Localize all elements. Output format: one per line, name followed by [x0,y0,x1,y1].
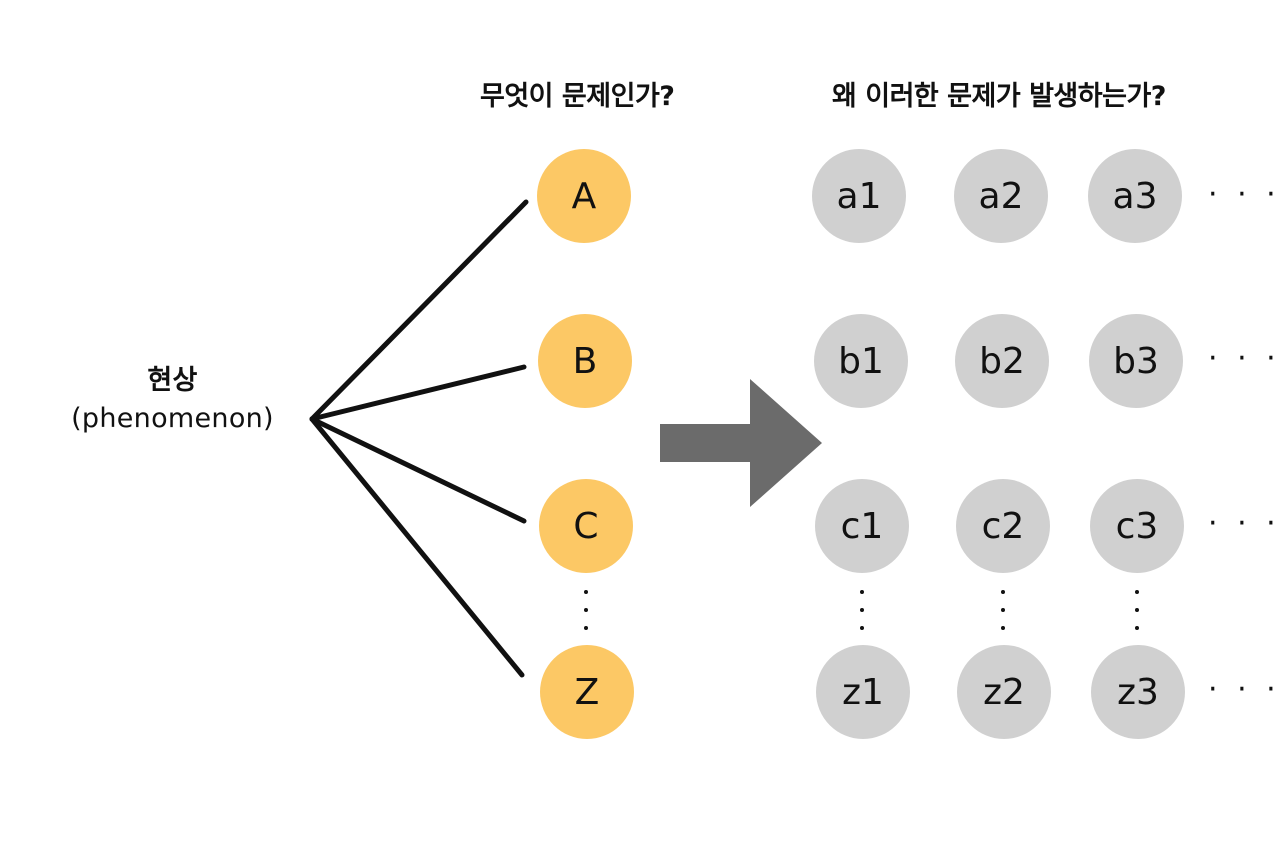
heading-why: 왜 이러한 문제가 발생하는가? [832,81,1166,112]
row-a-ellipsis: · · · [1208,177,1280,212]
cause-node-b2: b2 [955,314,1049,408]
branch-line-a [309,199,529,422]
problem-node-a: A [537,149,631,243]
cause-node-c1: c1 [815,479,909,573]
cause-node-c2: c2 [956,479,1050,573]
row-z-ellipsis: · · · [1208,672,1280,707]
problem-node-z: Z [540,645,634,739]
heading-what: 무엇이 문제인가? [480,81,675,112]
branch-line-b [309,364,527,422]
cause-node-a2: a2 [954,149,1048,243]
cause-col2-vertical-ellipsis [998,590,1008,630]
cause-node-z3: z3 [1091,645,1185,739]
problem-vertical-ellipsis [581,590,591,630]
phenomenon-label: 현상 (phenomenon) [40,362,305,438]
row-c-ellipsis: · · · [1208,506,1280,541]
right-arrow-icon [660,379,822,507]
cause-node-z2: z2 [957,645,1051,739]
problem-node-b: B [538,314,632,408]
cause-node-a1: a1 [812,149,906,243]
cause-col3-vertical-ellipsis [1132,590,1142,630]
phenomenon-korean: 현상 [147,365,198,396]
cause-node-c3: c3 [1090,479,1184,573]
problem-node-c: C [539,479,633,573]
cause-node-b1: b1 [814,314,908,408]
phenomenon-english: (phenomenon) [71,403,274,434]
cause-node-a3: a3 [1088,149,1182,243]
cause-node-z1: z1 [816,645,910,739]
cause-col1-vertical-ellipsis [857,590,867,630]
branch-line-c [309,416,527,524]
branch-line-z [309,416,525,678]
row-b-ellipsis: · · · [1208,341,1280,376]
cause-node-b3: b3 [1089,314,1183,408]
